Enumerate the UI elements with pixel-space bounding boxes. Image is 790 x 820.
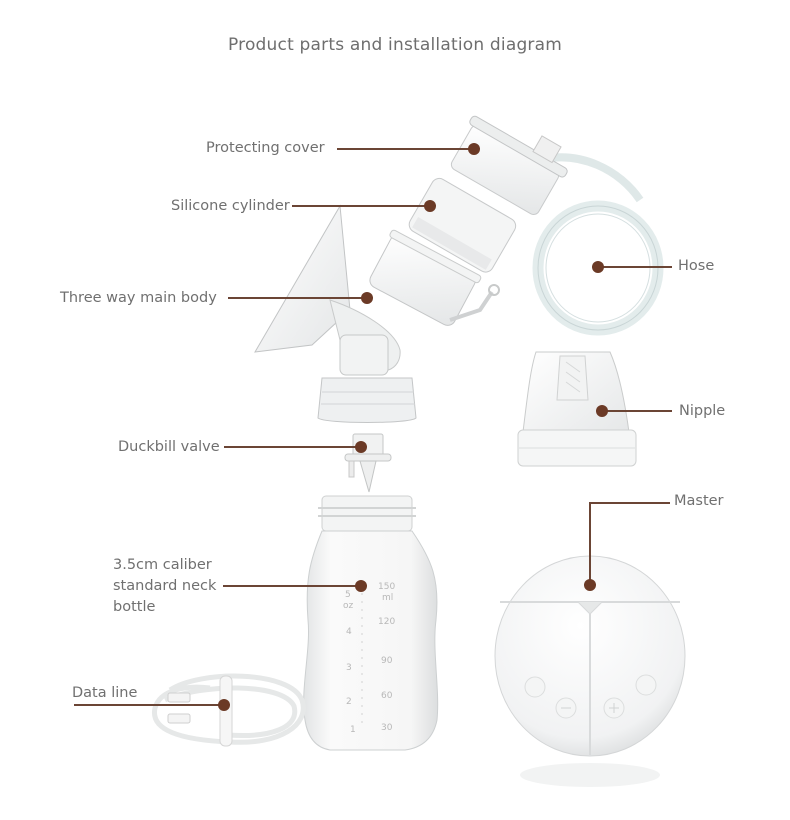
nipple-icon [517,351,637,467]
mode-button-icon [635,674,657,696]
label-bottle: 3.5cm caliber standard neck bottle [113,555,233,618]
label-bottle-line-1: 3.5cm caliber [113,557,212,573]
silicone-cylinder-icon [408,177,517,273]
label-silicone-cylinder: Silicone cylinder [171,198,290,214]
svg-text:ml: ml [382,593,393,603]
master-unit-icon [494,555,686,787]
svg-text:5: 5 [345,590,351,600]
hose-icon [532,153,664,336]
power-button-icon [524,676,546,698]
svg-text:3: 3 [346,663,352,673]
label-bottle-line-2: standard neck [113,578,217,594]
diagram-title: Product parts and installation diagram [227,35,563,55]
label-duckbill-valve: Duckbill valve [118,439,220,455]
main-body-icon [254,204,417,423]
svg-text:1: 1 [350,725,356,735]
label-master: Master [674,493,724,509]
svg-text:90: 90 [381,656,393,666]
leader-lines [74,143,672,711]
svg-text:30: 30 [381,723,393,733]
svg-text:60: 60 [381,691,393,701]
svg-text:2: 2 [346,697,352,707]
label-protecting-cover: Protecting cover [206,140,325,156]
bottle-icon [303,495,439,751]
label-data-line: Data line [72,685,138,701]
label-hose: Hose [678,258,715,274]
duckbill-valve-icon [344,433,392,493]
label-bottle-line-3: bottle [113,599,156,615]
data-line-icon [152,673,306,747]
bottle-scale: 150 ml 120 90 60 30 5 oz 4 3 2 1 [343,582,395,735]
port-icon [488,284,500,296]
label-three-way-main-body: Three way main body [60,290,217,306]
label-nipple: Nipple [679,403,726,419]
svg-text:150: 150 [378,582,395,592]
svg-text:120: 120 [378,617,395,627]
connector-icon [449,290,494,322]
pump-chamber-icon [369,229,482,326]
svg-text:oz: oz [343,601,354,611]
svg-text:4: 4 [346,627,352,637]
